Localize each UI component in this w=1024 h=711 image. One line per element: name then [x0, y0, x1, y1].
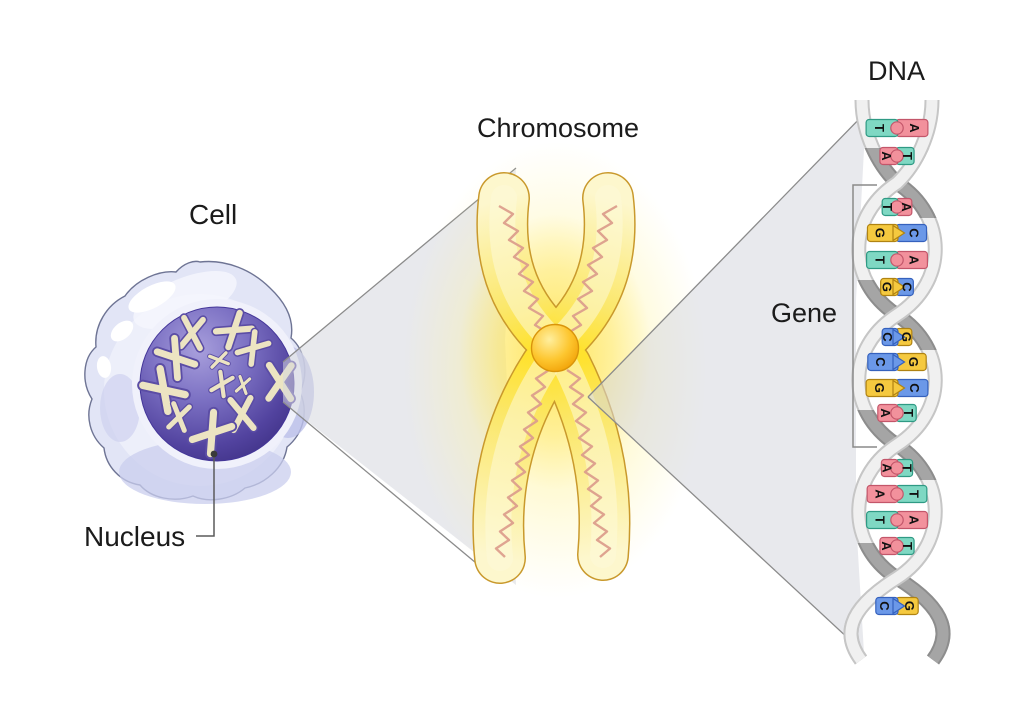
- base-pair-connector-chevron: [892, 353, 906, 371]
- base-letter: A: [880, 463, 895, 473]
- base-pair-connector-round: [890, 253, 904, 267]
- cell-gloss-1: [128, 281, 176, 313]
- base-letter: A: [879, 151, 894, 161]
- chromosome-arm-inner: [553, 353, 618, 568]
- chromosome: [404, 142, 708, 598]
- base-letter: A: [907, 515, 922, 525]
- base-letter: C: [877, 601, 892, 611]
- base-letter: T: [872, 256, 887, 264]
- chromosome-arms: [472, 172, 636, 584]
- base-letter: A: [907, 255, 922, 265]
- nucleus-leader-line: [196, 457, 215, 537]
- base-pair-connector-round: [890, 487, 904, 501]
- base-letter: T: [900, 152, 915, 160]
- base-pair-connector-chevron: [892, 379, 906, 397]
- base-letter: T: [900, 542, 915, 550]
- nucleus-label: Nucleus: [84, 521, 186, 552]
- dna-crossover-2: [857, 280, 937, 350]
- base-pair-connector-chevron: [892, 328, 906, 346]
- base-letter: G: [873, 228, 888, 238]
- base-letter: A: [899, 202, 914, 212]
- base-letter: T: [880, 203, 895, 211]
- base-letter: G: [902, 601, 917, 611]
- base-letter: T: [899, 464, 914, 472]
- chromatin-squiggles: [494, 204, 618, 558]
- base-pair-connector-round: [890, 149, 904, 163]
- base-letter: T: [901, 409, 916, 417]
- base-letter: A: [873, 489, 888, 499]
- base-letter: G: [879, 282, 894, 292]
- base-letter: G: [899, 332, 914, 342]
- chromosome-arm-inner: [485, 353, 559, 571]
- cell-label: Cell: [189, 199, 238, 230]
- base-letter: C: [907, 383, 922, 393]
- base-pair-connector-chevron: [892, 224, 906, 242]
- base-pair-connector-round: [890, 200, 904, 214]
- base-pair-connector-round: [890, 539, 904, 553]
- dna-crossover-1: [857, 148, 937, 218]
- gene-bracket: [852, 184, 877, 448]
- base-letter: C: [880, 332, 895, 342]
- nucleus-pointer-dot: [210, 450, 218, 458]
- base-pair-connector-round: [890, 121, 904, 135]
- cell-shade-left: [100, 374, 140, 442]
- base-pair-connector-round: [890, 406, 904, 420]
- base-letter: G: [872, 383, 887, 393]
- base-letter: A: [907, 123, 922, 133]
- cell-gloss-3: [96, 356, 112, 378]
- base-letter: T: [906, 490, 921, 498]
- dna-crossover-3: [857, 410, 937, 480]
- chromatin-squiggle: [567, 204, 618, 335]
- base-letter: T: [872, 124, 887, 132]
- cell-gloss-2: [110, 320, 134, 342]
- chromosome-label: Chromosome: [477, 113, 640, 143]
- base-pair-connector-chevron: [892, 597, 906, 615]
- base-pair-connector-round: [890, 513, 904, 527]
- chromosome-arm-inner: [551, 185, 623, 349]
- gene-label: Gene: [771, 298, 838, 328]
- cell-body: [84, 260, 314, 504]
- base-letter: A: [878, 408, 893, 418]
- base-letter: C: [873, 357, 888, 367]
- magnify-wedge-chromosome-to-dna: [587, 111, 867, 654]
- chromatin-squiggle: [566, 368, 612, 558]
- base-pair-connector-round: [890, 461, 904, 475]
- dna-crossover-4: [843, 543, 951, 665]
- cell-highlight: [133, 271, 237, 329]
- dna-label: DNA: [868, 56, 926, 86]
- base-letter: C: [906, 228, 921, 238]
- base-letter: T: [872, 516, 887, 524]
- centromere: [530, 323, 580, 373]
- base-pair-connector-chevron: [892, 278, 906, 296]
- base-letter: A: [879, 541, 894, 551]
- base-letter: C: [900, 282, 915, 292]
- base-letter: G: [906, 357, 921, 367]
- chromatin-squiggle: [494, 368, 550, 558]
- chromatin-squiggle: [498, 204, 549, 335]
